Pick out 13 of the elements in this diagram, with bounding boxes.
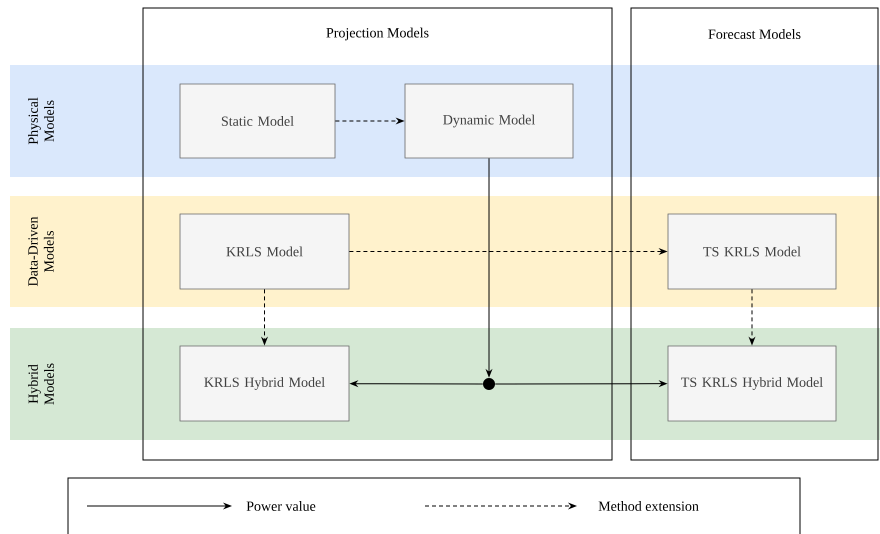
model-box: Dynamic Model (404, 84, 574, 158)
legend-label: Power value (246, 501, 316, 511)
model-box: KRLS Model (180, 214, 350, 290)
column-heading: Forecast Models (708, 29, 800, 39)
model-box: KRLS Hybrid Model (180, 346, 350, 422)
legend-label: Method extension (598, 501, 699, 511)
model-box: TS KRLS Model (668, 214, 836, 290)
band-label: Physical Models (28, 98, 54, 144)
column-heading: Projection Models (326, 28, 429, 40)
band-label: Hybrid Models (28, 364, 54, 405)
model-box: TS KRLS Hybrid Model (668, 346, 836, 422)
band-label: Data-Driven Models (28, 216, 54, 286)
model-box: Static Model (180, 84, 336, 158)
